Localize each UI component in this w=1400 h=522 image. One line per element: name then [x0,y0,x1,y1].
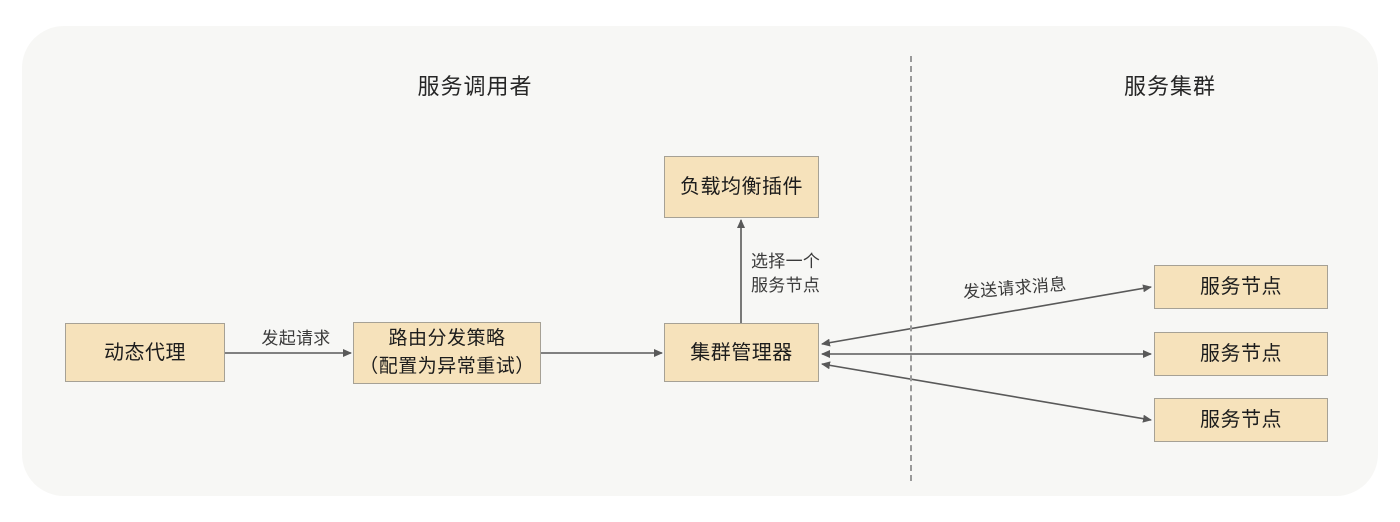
node-service-node-2[interactable]: 服务节点 [1154,332,1328,376]
section-title-cluster: 服务集群 [1123,74,1216,99]
section-title-caller: 服务调用者 [417,74,533,99]
node-load-balancer[interactable]: 负载均衡插件 [664,156,819,218]
edge-cluster-to-service-1 [821,284,1152,347]
section-divider [910,56,912,481]
node-service-node-3[interactable]: 服务节点 [1154,398,1328,442]
edge-label-pick-node: 选择一个 服务节点 [751,252,821,295]
node-cluster-manager[interactable]: 集群管理器 [664,323,819,382]
edge-cluster-to-service-3 [821,361,1152,423]
diagram-panel [22,26,1378,496]
edge-label-request: 发起请求 [261,329,331,348]
node-route-policy[interactable]: 路由分发策略 （配置为异常重试） [353,322,541,384]
node-dynamic-proxy[interactable]: 动态代理 [65,323,225,382]
node-service-node-1[interactable]: 服务节点 [1154,265,1328,309]
